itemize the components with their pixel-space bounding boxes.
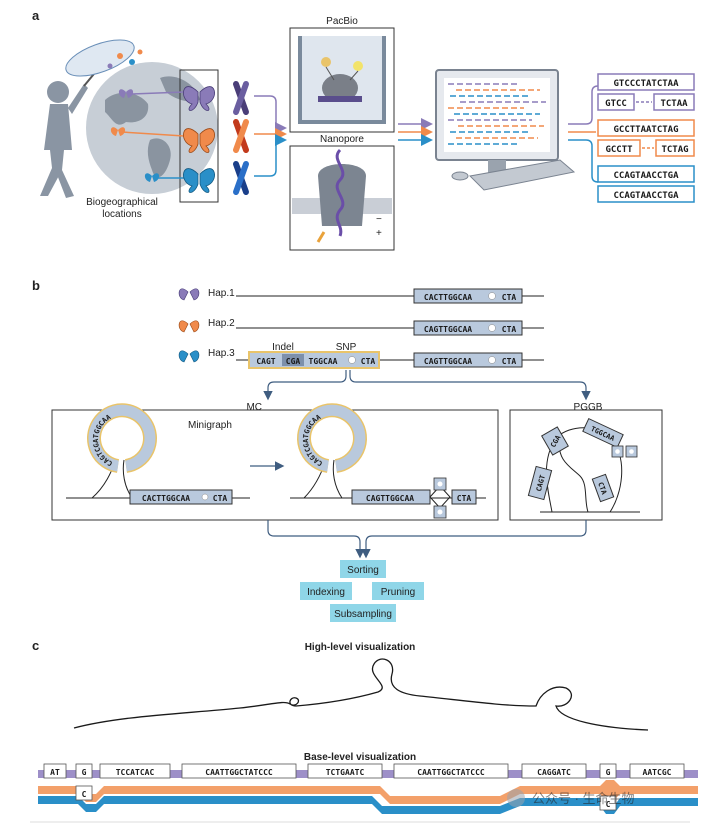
panel-b-label: b bbox=[32, 278, 40, 293]
hap2-seq: CAGTTGGCAA bbox=[424, 325, 472, 334]
hap1-tail: CTA bbox=[502, 293, 517, 302]
keyboard-icon bbox=[451, 159, 576, 191]
chromosome-purple-icon bbox=[233, 81, 249, 115]
seg-tctgaatc: TCTGAATC bbox=[326, 768, 365, 777]
pggb-graph: CGA TGGCAA CAGT CTA bbox=[527, 417, 640, 513]
butterfly-orange-icon bbox=[183, 128, 215, 153]
read-orange-full: GCCTTAATCTAG bbox=[613, 125, 678, 135]
read-blue-2: CCAGTAACCTGA bbox=[613, 191, 679, 201]
minigraph-label: Minigraph bbox=[188, 420, 232, 431]
seg-caattggc-1: CAATTGGCTATCCC bbox=[205, 768, 273, 777]
read-purple-right: TCTAA bbox=[660, 99, 688, 109]
hap1-label: Hap.1 bbox=[208, 288, 235, 299]
child-silhouette-icon bbox=[40, 81, 88, 198]
read-orange-left: GCCTT bbox=[605, 145, 633, 155]
seg-g2: G bbox=[606, 768, 611, 777]
mc-label: MC bbox=[246, 402, 262, 413]
mg-right-tail: CTA bbox=[457, 494, 472, 503]
base-level-graph: AT G C TCCATCAC CAATTGGCTATCCC TCTGAATC … bbox=[38, 763, 698, 814]
hap2-tail: CTA bbox=[502, 325, 517, 334]
watermark-text: 公众号 · 生命生物 bbox=[532, 791, 635, 806]
seg-c1: C bbox=[82, 790, 87, 799]
step-pruning bbox=[372, 582, 424, 600]
reads-purple: GTCCCTATCTAA GTCC TCTAA bbox=[597, 73, 695, 111]
mg-left-tail: CTA bbox=[213, 494, 228, 503]
butterfly-hap1-icon bbox=[178, 288, 200, 301]
seg-g1: G bbox=[82, 768, 87, 777]
reads-blue: CCAGTAACCTGA CCAGTAACCTGA bbox=[597, 165, 695, 203]
read-purple-left: GTCC bbox=[605, 99, 627, 109]
hap2-label: Hap.2 bbox=[208, 318, 235, 329]
butterfly-hap3-icon bbox=[178, 350, 200, 363]
butterfly-purple-icon bbox=[183, 86, 215, 111]
butterfly-purple-small-icon bbox=[118, 89, 134, 98]
butterfly-hap2-icon bbox=[178, 320, 200, 333]
seg-at: AT bbox=[50, 768, 60, 777]
read-blue-1: CCAGTAACCTGA bbox=[613, 171, 679, 181]
seg-aatcgc: AATCGC bbox=[643, 768, 672, 777]
hap3-seq: CAGTTGGCAA bbox=[424, 357, 472, 366]
watermark: 公众号 · 生命生物 bbox=[507, 789, 635, 807]
step-subsampling-label: Subsampling bbox=[334, 609, 392, 620]
read-purple-full: GTCCCTATCTAA bbox=[613, 79, 679, 89]
hap1-sequence-box bbox=[413, 288, 523, 304]
location-label-line1: Biogeographical bbox=[86, 197, 158, 208]
high-level-title: High-level visualization bbox=[305, 642, 416, 653]
panel-c-label: c bbox=[32, 638, 39, 653]
nanopore-pore-icon: − + bbox=[292, 148, 392, 243]
step-indexing bbox=[300, 582, 352, 600]
hap2-sequence-box bbox=[413, 320, 523, 336]
step-pruning-label: Pruning bbox=[381, 587, 415, 598]
step-indexing-label: Indexing bbox=[307, 587, 345, 598]
step-subsampling bbox=[330, 604, 396, 622]
hap3-tail: CTA bbox=[502, 357, 517, 366]
mg-right-seq: CAGTTGGCAA bbox=[366, 494, 414, 503]
hap3-sequence-box bbox=[413, 352, 523, 368]
seg-caattggc-2: CAATTGGCTATCCC bbox=[417, 768, 485, 777]
indel-label: Indel bbox=[272, 342, 294, 353]
butterfly-orange-small-icon bbox=[110, 127, 126, 136]
butterfly-blue-icon bbox=[183, 168, 215, 193]
hap3-var-tail: CTA bbox=[361, 357, 376, 366]
step-sorting-label: Sorting bbox=[347, 565, 379, 576]
pacbio-well-icon bbox=[298, 36, 386, 124]
step-sorting bbox=[340, 560, 386, 578]
snp-label: SNP bbox=[336, 342, 357, 353]
high-level-graph-line bbox=[73, 658, 649, 731]
base-level-title: Base-level visualization bbox=[304, 752, 416, 763]
hap3-var-suffix: TGGCAA bbox=[309, 357, 338, 366]
pggb-label: PGGB bbox=[574, 402, 603, 413]
seg-c2: C bbox=[606, 800, 611, 809]
hap3-var-prefix: CAGT bbox=[256, 357, 275, 366]
mg-left-seq: CACTTGGCAA bbox=[142, 494, 190, 503]
pacbio-label: PacBio bbox=[326, 16, 358, 27]
panel-a-label: a bbox=[32, 8, 40, 23]
mc-box bbox=[51, 409, 499, 521]
hap3-label: Hap.3 bbox=[208, 348, 235, 359]
seg-tccatcac: TCCATCAC bbox=[116, 768, 155, 777]
nanopore-label: Nanopore bbox=[320, 134, 364, 145]
hap3-var-indel: CGA bbox=[286, 357, 301, 366]
reads-orange: GCCTTAATCTAG GCCTT TCTAG bbox=[597, 119, 695, 157]
svg-text:−: − bbox=[376, 214, 382, 225]
hap3-variant-box bbox=[248, 351, 380, 369]
read-orange-right: TCTAG bbox=[661, 145, 688, 155]
butterfly-blue-small-icon bbox=[144, 173, 160, 182]
seg-caggatc: CAGGATC bbox=[537, 768, 571, 777]
chromosome-orange-icon bbox=[233, 119, 249, 153]
location-label-line2: locations bbox=[102, 209, 141, 220]
hap1-seq: CACTTGGCAA bbox=[424, 293, 472, 302]
chromosome-blue-icon bbox=[233, 161, 249, 195]
computer-monitor-icon bbox=[435, 69, 559, 174]
svg-text:+: + bbox=[376, 228, 382, 239]
